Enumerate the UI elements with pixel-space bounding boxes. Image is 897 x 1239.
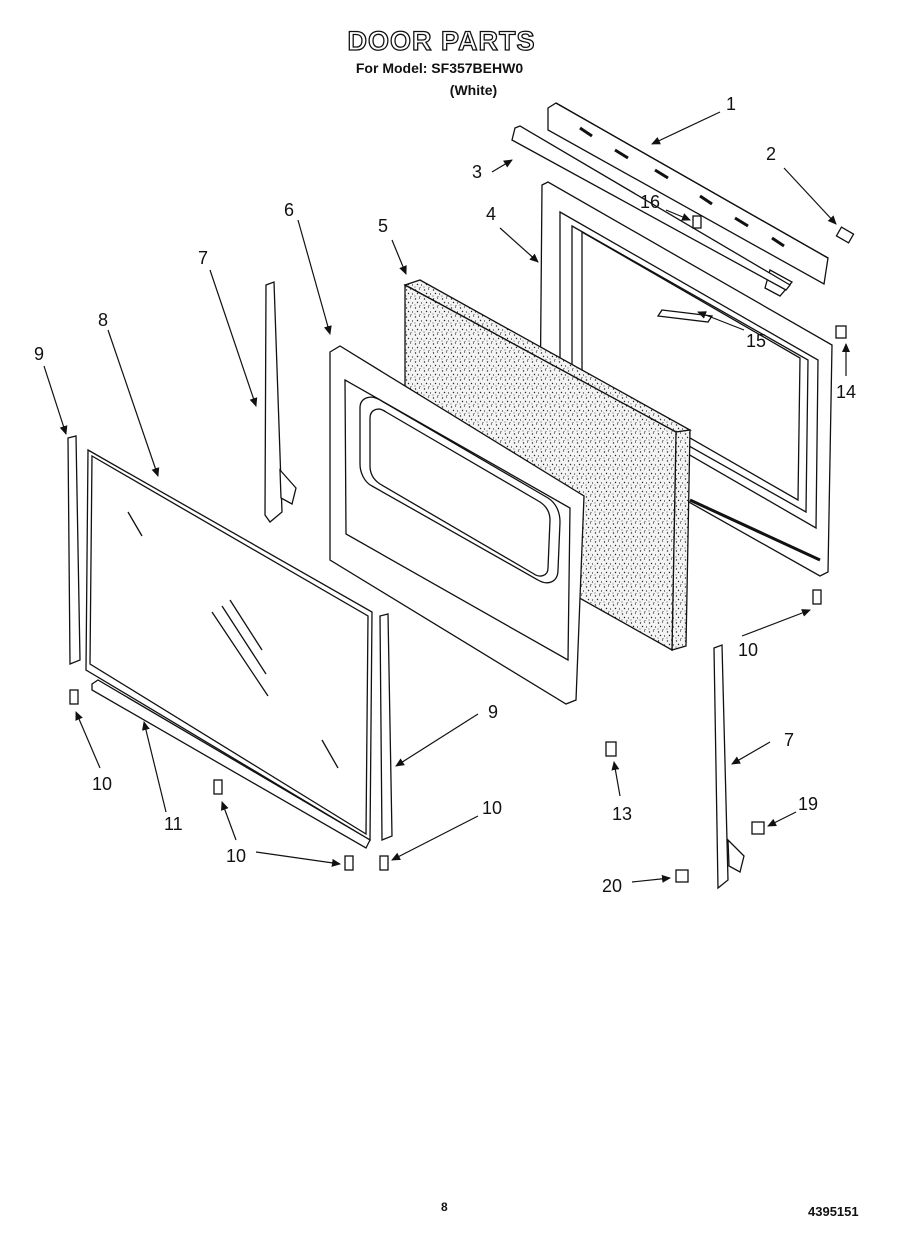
part-5-insulation — [403, 279, 693, 652]
callout-3: 3 — [472, 162, 482, 182]
leader-lines — [43, 111, 850, 883]
callout-13: 13 — [612, 804, 632, 824]
callout-10-left: 10 — [92, 774, 112, 794]
part-9-trim-left — [67, 435, 81, 665]
callout-8: 8 — [98, 310, 108, 330]
part-1-vent-trim — [547, 102, 829, 297]
callout-6: 6 — [284, 200, 294, 220]
document-number: 4395151 — [808, 1204, 859, 1219]
callout-10-bottom: 10 — [226, 846, 246, 866]
callout-10-upper-right: 10 — [738, 640, 758, 660]
part-11-bottom-trim — [91, 679, 371, 849]
part-7-hinge-left — [264, 281, 297, 523]
callout-1: 1 — [726, 94, 736, 114]
callout-7-right: 7 — [784, 730, 794, 750]
callout-9-left: 9 — [34, 344, 44, 364]
page-number: 8 — [441, 1200, 448, 1214]
callout-10-middle: 10 — [482, 798, 502, 818]
color-subtitle: (White) — [449, 82, 498, 98]
callout-14: 14 — [836, 382, 856, 402]
callout-19: 19 — [798, 794, 818, 814]
part-3-gasket — [511, 125, 791, 291]
callout-11: 11 — [164, 814, 183, 834]
part-9-trim-right — [379, 613, 393, 841]
part-6-door-liner — [329, 345, 585, 705]
screws-and-clips — [69, 215, 855, 883]
page-title: DOOR PARTS — [347, 25, 536, 56]
callout-4: 4 — [486, 204, 496, 224]
callout-7-left: 7 — [198, 248, 208, 268]
part-8-outer-glass — [85, 448, 373, 842]
callout-9-right: 9 — [488, 702, 498, 722]
model-subtitle: For Model: SF357BEHW0 — [355, 60, 524, 76]
part-7-hinge-right — [713, 644, 745, 890]
callout-16: 16 — [640, 192, 660, 212]
callout-15: 15 — [746, 331, 766, 351]
callout-5: 5 — [378, 216, 388, 236]
callout-20: 20 — [602, 876, 622, 896]
callout-2: 2 — [766, 144, 776, 164]
